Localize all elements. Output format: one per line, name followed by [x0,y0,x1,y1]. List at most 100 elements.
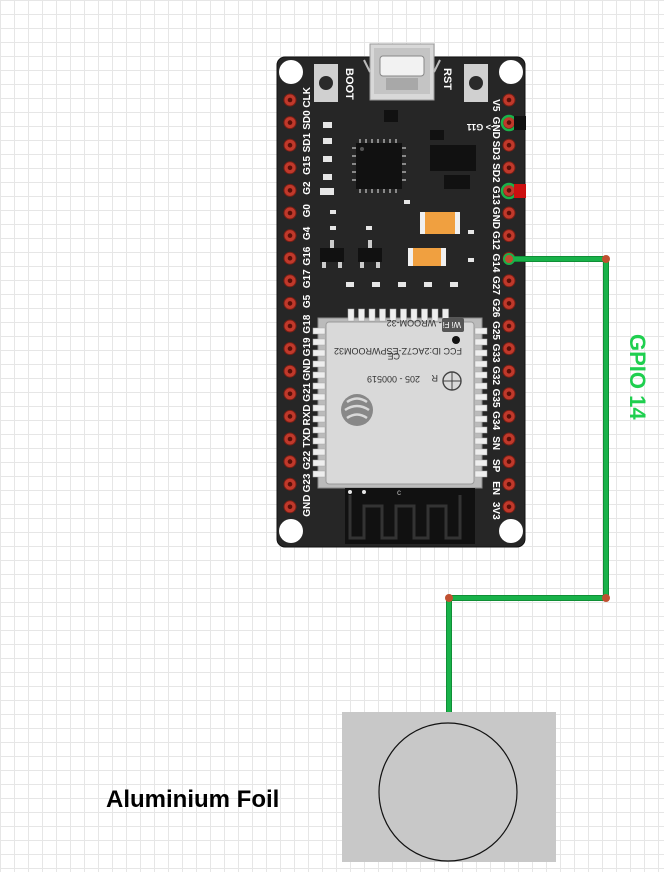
wire-endpoint[interactable] [503,253,515,265]
pin-hole [506,368,512,374]
module-pin1-dot [452,336,460,344]
pin-hole [506,346,512,351]
module-pad [474,349,488,357]
gpio-wire-label: GPIO 14 [625,334,650,420]
module-fcc-text: FCC ID:2AC7Z-ESPWROOM32 [334,346,462,356]
left-pin-label: G5 [302,294,313,308]
wifi-badge-text: Wi Fi [443,320,461,329]
module-pad [474,371,488,379]
right-pin-label: 3V3 [490,502,501,520]
g11-marker: -> G11 [467,122,494,132]
module-pad [312,338,326,346]
pin-hole [287,323,293,329]
left-pin-label: G2 [302,181,313,195]
pin-hole [287,368,293,374]
pin-hole [506,481,512,487]
smd-resistors [330,200,474,287]
module-pad [312,415,326,423]
pin-hole [506,391,512,397]
pin-hole [287,97,293,103]
left-pin-label: GND [302,495,313,517]
espressif-logo-icon [341,394,373,426]
right-pin-label: SD3 [490,141,501,161]
pin-hole [287,481,293,487]
usb-connector [363,43,441,101]
module-pad [474,437,488,445]
module-pad [312,327,326,335]
transistor [358,240,382,268]
aluminium-foil-pad[interactable] [342,712,556,862]
right-pin-label: G14 [490,253,501,272]
left-pin-label: G18 [302,314,313,333]
wire-bend[interactable] [602,255,610,263]
smd-component [384,110,398,122]
module-pad [312,371,326,379]
module-pad [312,470,326,478]
right-pin-label: EN [490,481,501,495]
pin-hole [287,233,293,238]
right-pin-label: G13 [490,186,501,205]
module-pad [312,404,326,412]
pin-hole [506,459,512,464]
r-mark: R [431,373,438,383]
left-pin-label: G4 [302,226,313,240]
right-pin-label: G27 [490,276,501,295]
jumper-red [500,182,526,200]
voltage-regulator [430,130,476,189]
pin-hole [506,504,512,510]
jumper-black [500,114,526,132]
foil-contact-circle [378,722,518,862]
left-pin-label: CLK [302,86,313,107]
right-pin-label: G34 [490,411,501,430]
pin-hole [287,142,293,148]
left-pin-label: G23 [302,473,313,492]
pin-hole [506,278,512,284]
pin-hole [506,120,512,125]
rst-button[interactable] [464,64,488,102]
pin-hole [287,120,293,125]
module-pad [474,448,488,456]
right-pin-label: SN [490,436,501,450]
left-pin-label: G0 [302,204,313,218]
pin-hole [287,436,293,442]
esp-wroom-32-module: FCC ID:2AC7Z-ESPWROOM32 ESP - WROOM-32 2… [312,308,488,489]
module-pad [474,415,488,423]
module-pad [474,393,488,401]
right-pin-label: G25 [490,321,501,340]
pin-hole [506,210,512,216]
antenna-mark: c [397,488,401,497]
pin-hole [287,301,293,306]
pin-hole [506,436,512,442]
left-pin-label: G15 [302,156,313,175]
rst-label: RST [441,68,453,90]
module-pad [312,448,326,456]
boot-button[interactable] [314,64,338,102]
wire-bend[interactable] [445,594,453,602]
pin-hole [287,188,293,193]
module-pad [474,327,488,335]
right-pin-label: V5 [490,99,501,112]
module-pad [474,360,488,368]
wifi-badge: Wi Fi [442,318,464,332]
pin-hole [287,165,293,171]
right-pin-label: G32 [490,366,501,385]
mounting-hole [499,60,523,84]
left-pin-label: G19 [302,337,313,356]
module-pad [474,459,488,467]
wire-bend[interactable] [602,594,610,602]
left-pin-label: G21 [302,382,313,401]
left-pin-label: G22 [302,450,313,469]
foil-label: Aluminium Foil [106,786,279,813]
logo-globe-icon [442,371,462,391]
left-pin-header [283,93,297,514]
left-pin-label: RXD [302,404,313,425]
right-pin-labels: V5GNDSD3SD2G13GNDG12G14G27G26G25G33G32G3… [490,99,501,520]
module-pad [379,308,386,322]
pin-hole [287,346,293,351]
pin-hole [506,301,512,306]
right-pin-label: G33 [490,344,501,363]
module-pad [368,308,376,322]
left-pin-label: GND [302,358,313,380]
module-pad [410,308,418,322]
tantalum-capacitor [420,212,460,234]
